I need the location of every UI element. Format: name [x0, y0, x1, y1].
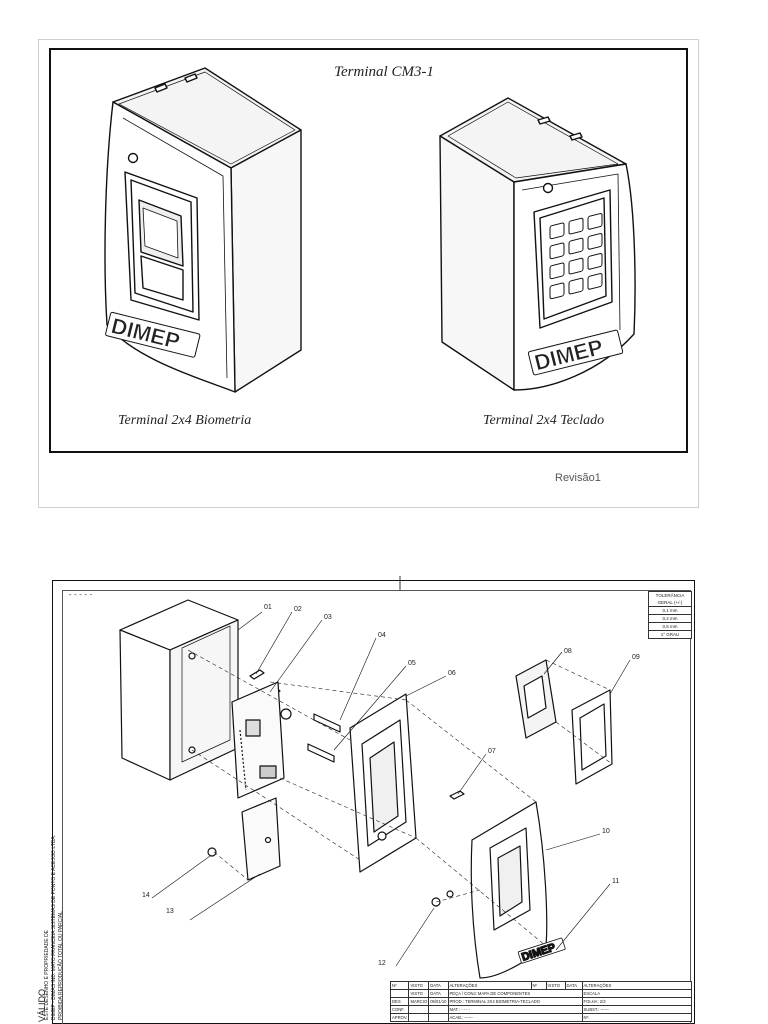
title-block-row: DES MARCIO 05/01/10 PROD.: TERMINAL 2X4 … [389, 997, 693, 1006]
tb-cell: ESCALA [581, 989, 693, 998]
tolerance-row: 0,1 mm [649, 607, 691, 615]
tb-cell: PEÇA / CONJ: MAPA DE COMPONENTES [447, 989, 583, 998]
callout-14: 14 [142, 892, 150, 899]
caption-teclado: Terminal 2x4 Teclado [483, 413, 605, 428]
title-block-header: Nº VISTO DATA ALTERAÇÕES Nº VISTO DATA A… [389, 981, 693, 990]
callout-08: 08 [564, 648, 572, 655]
tb-cell: FOLHA: 2/3 [581, 997, 693, 1006]
ownership-note-line: PROIBIDA REPRODUÇÃO TOTAL OU PARCIAL [58, 911, 64, 1020]
tb-cell: DATA [428, 989, 449, 998]
tb-cell [428, 1013, 449, 1022]
callout-07: 07 [488, 748, 496, 755]
tb-cell: MAT.: - - - - [447, 1005, 583, 1014]
tb-cell: CONF. [389, 1005, 410, 1014]
ownership-note: ESTE DESENHO É PROPRIEDADE DE DIMEP - DI… [44, 835, 65, 1020]
callout-10: 10 [602, 828, 610, 835]
title-block-row: APROV. ACAB.: ------ Nº: [389, 1013, 693, 1022]
callout-12: 12 [378, 960, 386, 967]
tolerance-title: TOLERÂNCIA GERAL (+/-) [649, 592, 691, 607]
tolerance-row: 0,5 mm [649, 623, 691, 631]
tb-cell: APROV. [389, 1013, 410, 1022]
tb-cell: VISTO [545, 981, 566, 990]
sheet-id-box: ----- [68, 592, 95, 600]
tolerance-table: TOLERÂNCIA GERAL (+/-) 0,1 mm 0,2 mm 0,5… [648, 591, 692, 639]
tb-cell [408, 1013, 430, 1022]
tb-cell: MARCIO [408, 997, 430, 1006]
tolerance-row: 0,2 mm [649, 615, 691, 623]
sheet-center-mark [399, 576, 401, 590]
tb-cell: Nº: [581, 1013, 693, 1022]
title-block-row: CONF. MAT.: - - - - SUBST.: ------ [389, 1005, 693, 1014]
callout-05: 05 [408, 660, 416, 667]
drawing-sheet-1 [38, 39, 699, 508]
tb-cell: ACAB.: ------ [447, 1013, 583, 1022]
tb-cell [428, 1005, 449, 1014]
tb-cell: VISTO [408, 989, 430, 998]
tb-cell: DES [389, 997, 410, 1006]
side-label: VÁLIDO [37, 988, 47, 1022]
tb-cell: Nº [530, 981, 547, 990]
callout-02: 02 [294, 606, 302, 613]
tolerance-row: 1° GRAU [660, 632, 680, 637]
tb-cell [389, 989, 410, 998]
callout-11: 11 [612, 878, 620, 885]
title-block: Nº VISTO DATA ALTERAÇÕES Nº VISTO DATA A… [389, 981, 693, 1022]
tb-cell: SUBST.: ------ [581, 1005, 693, 1014]
terminal-title: Terminal CM3-1 [334, 64, 434, 80]
drawing-frame-1 [49, 48, 688, 453]
callout-01: 01 [264, 604, 272, 611]
tb-cell: ALTERAÇÕES [581, 981, 693, 990]
terminal-biometria-drawing: DIMEP [104, 67, 302, 393]
tb-cell: DATA [428, 981, 449, 990]
tb-cell: 05/01/10 [428, 997, 449, 1006]
tb-cell: VISTO [408, 981, 430, 990]
tb-cell: ALTERAÇÕES [447, 981, 532, 990]
callout-04: 04 [378, 632, 386, 639]
tb-cell: DATA [564, 981, 583, 990]
ownership-note-line: DIMEP - DIMAS IND. MATO FRANCEIA SISTEMA… [51, 834, 57, 1020]
drawing-frame-2 [62, 590, 691, 1024]
title-block-row: VISTO DATA PEÇA / CONJ: MAPA DE COMPONEN… [389, 989, 693, 998]
callout-09: 09 [632, 654, 640, 661]
callout-06: 06 [448, 670, 456, 677]
exploded-view-drawing: DIMEP [119, 599, 631, 979]
terminal-teclado-drawing: DIMEP [439, 97, 636, 391]
caption-biometria: Terminal 2x4 Biometria [118, 413, 252, 428]
callout-13: 13 [166, 908, 174, 915]
tb-cell [408, 1005, 430, 1014]
tb-cell: PROD.: TERMINAL 2X4 BIOMETRIA-TECLADO [447, 997, 583, 1006]
revision-label: Revisão1 [555, 472, 601, 484]
tb-cell: Nº [389, 981, 410, 990]
callout-03: 03 [324, 614, 332, 621]
